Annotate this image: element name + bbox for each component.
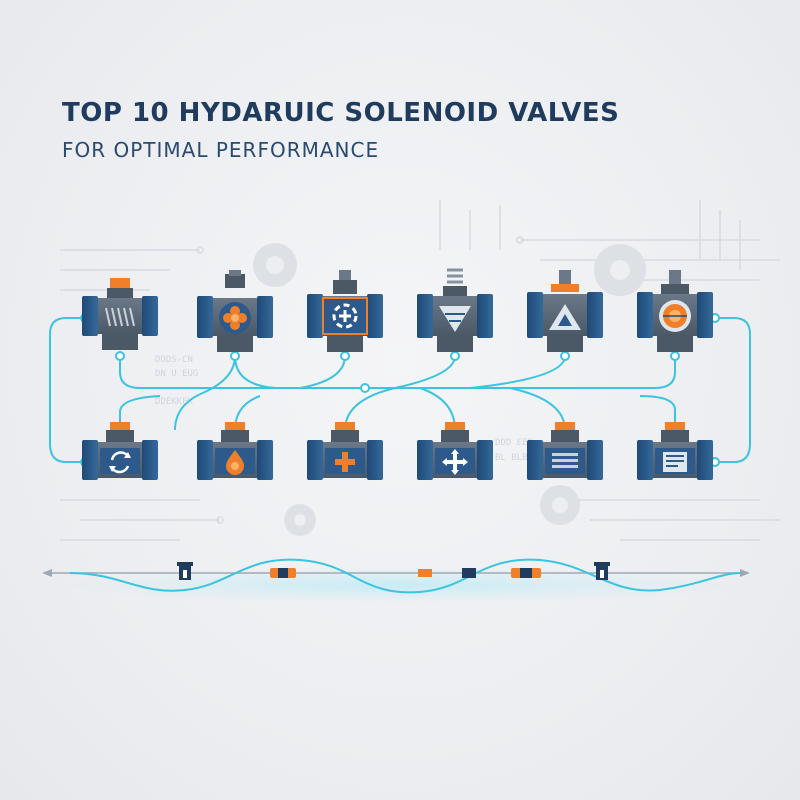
piston-icon [594,562,610,580]
valve-4 [417,268,493,352]
piston-icon [177,562,193,580]
background-code-text: DODS-CN DN U EUG DDEKKEK DDD EEE BL BLBL [155,355,533,463]
valve-6 [637,270,713,352]
capsule-icon [270,568,296,578]
flow-cross-icon [332,303,358,329]
orange-flower-icon [223,306,247,330]
valve-12 [637,422,713,480]
valve-3 [307,270,383,352]
drop-icon [226,450,244,475]
spring-icon [447,268,463,284]
capsule-icon [511,568,541,578]
triangle-icon [549,304,581,330]
background-code-text: BL BLBL [495,453,533,463]
valve-5 [527,270,603,352]
page-subtitle: FOR OPTIMAL PERFORMANCE [62,138,380,162]
navy-marker [462,568,476,578]
bottom-timeline [42,558,750,603]
page-title: TOP 10 HYDARUIC SOLENOID VALVES [62,98,620,128]
background-code-text: DDD EEE [495,438,533,448]
valve-8 [197,422,273,480]
stacked-lines-icon [552,453,578,468]
coil-icon [105,307,135,327]
refresh-icon [109,451,131,474]
title-block: TOP 10 HYDARUIC SOLENOID VALVES FOR OPTI… [62,96,619,162]
connector-nodes [80,313,720,467]
background-code-text: DN U EUG [155,369,198,379]
orange-marker [418,569,432,577]
valve-10 [417,422,493,480]
valve-9 [307,422,383,480]
plus-icon [335,452,355,472]
list-icon [663,452,687,472]
valve-2 [197,270,273,352]
valve-11 [527,422,603,480]
valve-7 [82,422,158,480]
background-code-text: DDEKKEK [155,397,194,407]
four-way-arrow-icon [442,449,468,475]
orange-target-icon [659,300,691,332]
background-gears [253,243,646,536]
valve-1 [82,278,158,350]
background-code-text: DODS-CN [155,355,193,365]
triangle-filter-icon [439,306,471,332]
